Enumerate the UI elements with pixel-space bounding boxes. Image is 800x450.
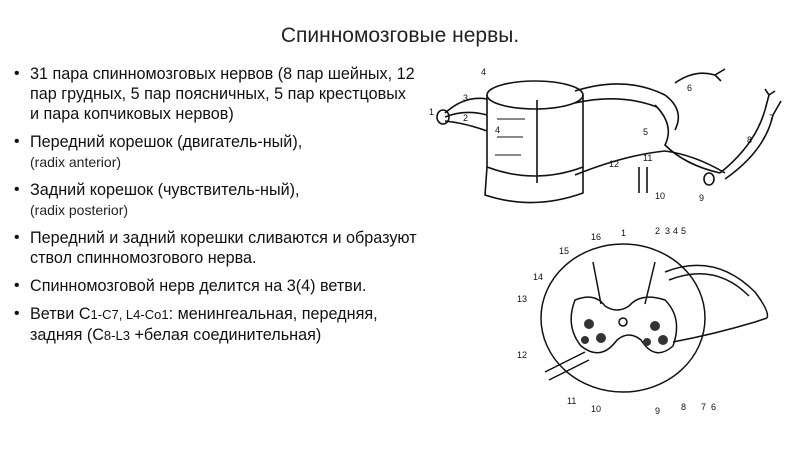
- label-6: 6: [687, 83, 692, 93]
- left-root-lines: [544, 351, 590, 381]
- bullet-text: 31 пара спинномозговых нервов (8 пар шей…: [30, 65, 415, 123]
- ganglion: [654, 104, 721, 174]
- motor-nucleus: [658, 335, 668, 345]
- label-11: 11: [567, 396, 576, 406]
- cord-cylinder-body: [486, 95, 584, 177]
- label-4: 4: [673, 226, 678, 236]
- label-7: 7: [769, 113, 774, 123]
- label-8: 8: [747, 135, 752, 145]
- bullet-text: : менингеальная, передняя, задняя (С: [30, 305, 378, 344]
- dorsal-horns: [592, 261, 656, 305]
- cord-lower-body: [484, 166, 584, 204]
- label-15: 15: [559, 246, 569, 256]
- grey-matter: [570, 296, 678, 354]
- cord-outline: [540, 243, 706, 393]
- left-nerve-end: [436, 109, 450, 125]
- cord-inner-lines: [495, 118, 525, 156]
- bullet-text: , L4-Co1: [118, 307, 169, 322]
- bullet-text: 7: [111, 307, 119, 322]
- bullet-text: +белая соединительная): [129, 326, 322, 344]
- label-14: 14: [533, 272, 543, 282]
- label-2: 2: [463, 113, 468, 123]
- label-4b: 4: [495, 125, 500, 135]
- branch-upper: [674, 68, 726, 84]
- label-9: 9: [655, 406, 660, 416]
- motor-nucleus: [581, 336, 589, 344]
- label-12: 12: [609, 159, 619, 169]
- posterior-root: [574, 83, 680, 131]
- label-6: 6: [711, 402, 716, 412]
- bullet-branches-list: Ветви С1-С7, L4-Co1: менингеальная, пере…: [12, 304, 417, 346]
- motor-nucleus: [584, 319, 594, 329]
- label-10: 10: [591, 404, 601, 414]
- label-4: 4: [481, 67, 486, 77]
- bullet-text: Ветви С: [30, 305, 91, 323]
- label-9: 9: [699, 193, 704, 203]
- bullet-text: Передний корешок (двигатель-ный),: [30, 133, 303, 151]
- label-12: 12: [517, 350, 527, 360]
- label-2: 2: [655, 226, 660, 236]
- branch-end-9: [703, 172, 715, 186]
- label-5: 5: [681, 226, 686, 236]
- motor-nucleus: [650, 321, 660, 331]
- label-3: 3: [665, 226, 670, 236]
- bullet-latin: (radix anterior): [30, 154, 122, 170]
- bullet-text: 1-С: [90, 307, 112, 322]
- label-3: 3: [463, 93, 468, 103]
- anterior-root-section: [672, 317, 768, 343]
- bullet-text: Спинномозговой нерв делится на 3(4) ветв…: [30, 277, 367, 295]
- branch-lower: [638, 167, 648, 193]
- bullet-list: 31 пара спинномозговых нервов (8 пар шей…: [12, 64, 417, 354]
- cord-top-ellipse: [486, 80, 584, 110]
- bullet-anterior-root: Передний корешок (двигатель-ный), (radix …: [12, 132, 417, 172]
- motor-nucleus: [643, 338, 651, 346]
- nerve-trunk: [719, 109, 774, 180]
- central-canal: [618, 317, 628, 327]
- label-1: 1: [621, 228, 626, 238]
- bullet-branches-count: Спинномозговой нерв делится на 3(4) ветв…: [12, 276, 417, 296]
- bullet-nerve-count: 31 пара спинномозговых нервов (8 пар шей…: [12, 64, 417, 124]
- label-7: 7: [701, 402, 706, 412]
- spinal-nerve-diagram: 1 2 3 4 4 5 6 7 8 9 10 11 12: [429, 67, 782, 204]
- label-10: 10: [655, 191, 665, 201]
- motor-nucleus: [596, 333, 606, 343]
- posterior-root-inner: [574, 98, 658, 108]
- bullet-text: Задний корешок (чувствитель-ный),: [30, 181, 300, 199]
- label-8: 8: [681, 402, 686, 412]
- label-13: 13: [517, 294, 527, 304]
- bullet-text: Передний и задний корешки сливаются и об…: [30, 229, 417, 267]
- posterior-root-section: [664, 264, 769, 319]
- anterior-root: [574, 150, 726, 176]
- bullet-text: 8-L3: [103, 328, 130, 343]
- slide-title: Спинномозговые нервы.: [280, 24, 520, 47]
- label-16: 16: [591, 232, 601, 242]
- bullet-latin: (radix posterior): [30, 202, 129, 218]
- label-5: 5: [643, 127, 648, 137]
- cord-cross-section: 1 2 3 4 5 6 7 8 9 10 11 12 13 14 15 16: [517, 226, 769, 416]
- branch-right: [764, 88, 782, 116]
- label-11: 11: [643, 153, 652, 163]
- bullet-roots-merge: Передний и задний корешки сливаются и об…: [12, 228, 417, 268]
- bullet-posterior-root: Задний корешок (чувствитель-ный), (radix …: [12, 180, 417, 220]
- label-1: 1: [429, 107, 434, 117]
